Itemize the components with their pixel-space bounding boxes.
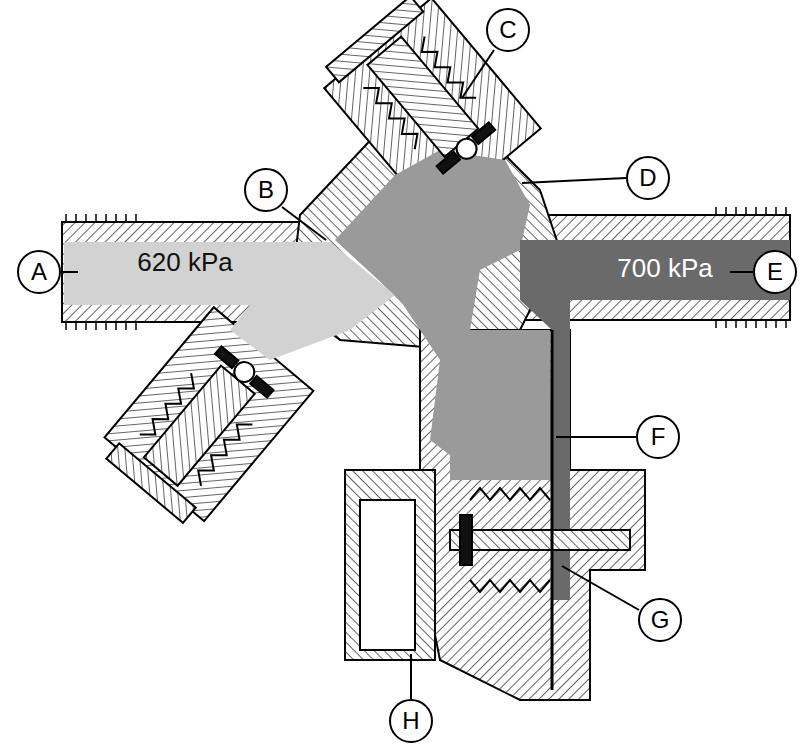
vent-port	[360, 500, 415, 650]
callout-letter: H	[402, 709, 419, 733]
callout-circle: H	[389, 699, 433, 743]
callout-circle: A	[17, 250, 61, 294]
callout-letter: D	[639, 166, 656, 190]
upper-check-internals	[354, 25, 504, 182]
callout-letter: E	[767, 260, 783, 284]
lower-check-internals	[130, 339, 281, 498]
callout-letter: C	[499, 18, 516, 42]
callout-letter: B	[258, 178, 274, 202]
callout-circle: B	[244, 168, 288, 212]
inlet-water	[64, 242, 395, 360]
callout-letter: A	[31, 260, 47, 284]
pressure-label: 700 kPa	[617, 255, 712, 281]
intermediate-water	[335, 150, 552, 480]
callout-circle: D	[626, 156, 670, 200]
callout-letter: G	[651, 608, 670, 632]
callout-circle: G	[638, 598, 682, 642]
callout-circle: C	[486, 8, 530, 52]
callout-letter: F	[651, 425, 666, 449]
pressure-label: 620 kPa	[137, 249, 232, 275]
callout-circle: F	[636, 415, 680, 459]
vent-body	[345, 470, 435, 660]
relief-internals	[450, 330, 630, 690]
leader-lines	[61, 50, 753, 699]
callout-circle: E	[753, 250, 797, 294]
